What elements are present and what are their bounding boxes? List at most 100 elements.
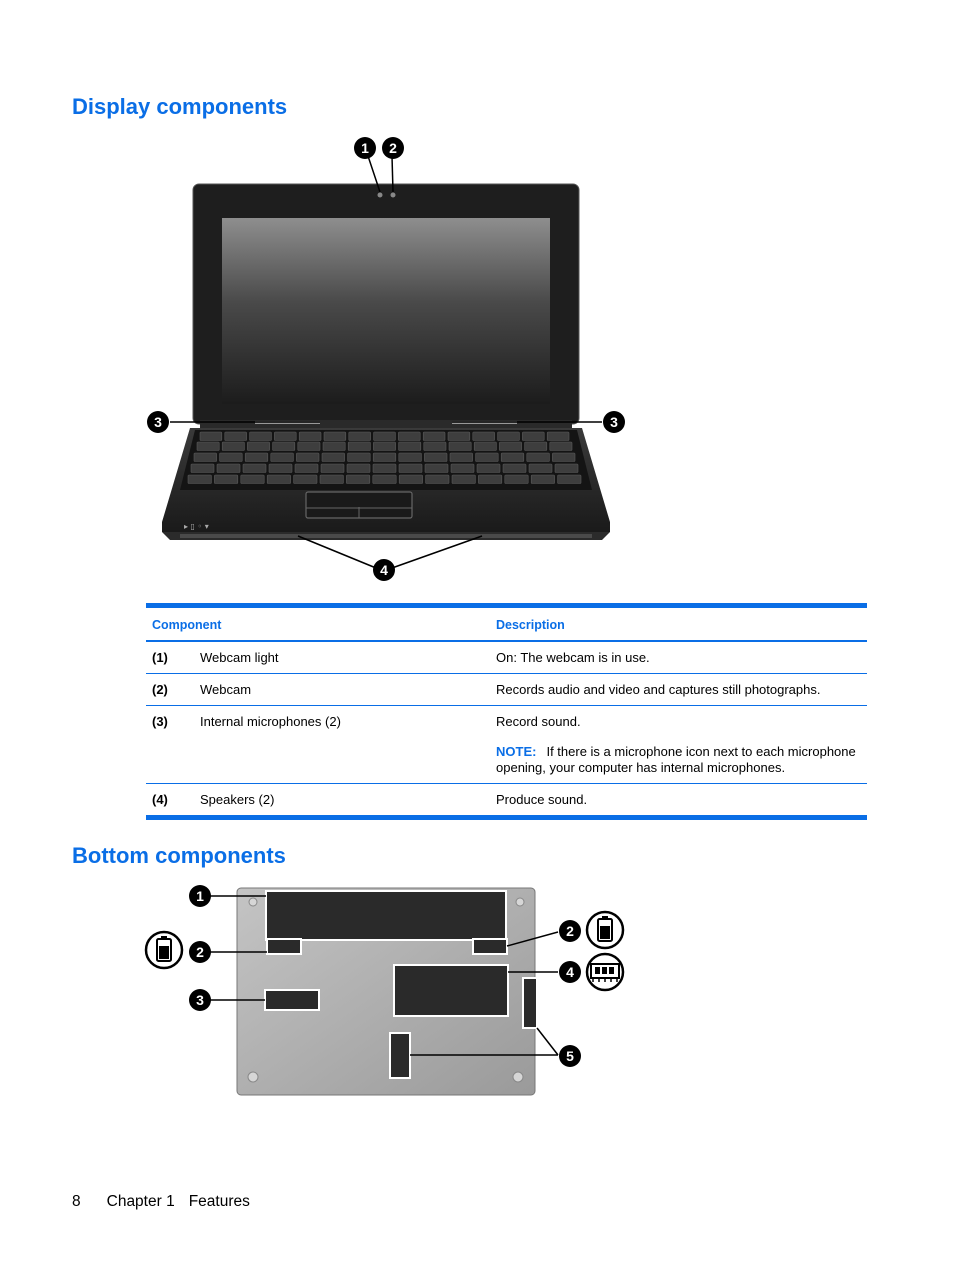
display-components-figure: ▸ ▯ ◦ ▾ 1 2 3 3 4 bbox=[147, 137, 625, 581]
vent-right bbox=[522, 977, 538, 1029]
keyboard-key bbox=[500, 452, 525, 462]
keyboard-key bbox=[221, 441, 245, 451]
keyboard-key bbox=[425, 474, 450, 484]
keyboard-key bbox=[504, 474, 529, 484]
vent-center bbox=[389, 1032, 411, 1079]
keyboard-key bbox=[450, 463, 475, 473]
note-label: NOTE: bbox=[496, 744, 537, 759]
callout-4: 4 bbox=[559, 961, 581, 983]
keyboard-key bbox=[549, 441, 573, 451]
keyboard-key bbox=[398, 463, 423, 473]
components-table: Component Description (1) Webcam light O… bbox=[146, 603, 867, 820]
keyboard-key bbox=[346, 463, 371, 473]
keyboard-key bbox=[424, 452, 448, 462]
keyboard-key bbox=[347, 441, 371, 451]
table-row: (1) Webcam light On: The webcam is in us… bbox=[146, 641, 867, 674]
keyboard-key bbox=[372, 474, 397, 484]
callout-2: 2 bbox=[382, 137, 404, 159]
keyboard-key bbox=[451, 474, 476, 484]
memory-module-icon bbox=[585, 952, 625, 992]
keyboard-key bbox=[196, 441, 220, 451]
keyboard-key bbox=[530, 474, 555, 484]
battery-icon bbox=[585, 910, 625, 950]
keyboard-key bbox=[526, 452, 550, 462]
status-lights: ▸ ▯ ◦ ▾ bbox=[184, 522, 209, 531]
note: NOTE:If there is a microphone icon next … bbox=[496, 744, 861, 776]
keyboard-keys bbox=[187, 431, 582, 484]
leader-4-left bbox=[297, 535, 377, 569]
keyboard-key bbox=[478, 474, 503, 484]
keyboard-key bbox=[524, 441, 548, 451]
keyboard-key bbox=[398, 441, 422, 451]
svg-text:2: 2 bbox=[196, 944, 204, 960]
keyboard-key bbox=[190, 463, 215, 473]
svg-text:5: 5 bbox=[566, 1048, 574, 1064]
callout-3-right: 3 bbox=[603, 411, 625, 433]
header-component: Component bbox=[146, 605, 490, 642]
vent-left bbox=[264, 989, 320, 1011]
row-description: Records audio and video and captures sti… bbox=[490, 673, 867, 706]
keyboard-key bbox=[240, 474, 265, 484]
svg-text:3: 3 bbox=[610, 414, 618, 430]
keyboard-key bbox=[187, 474, 212, 484]
row-description-cell: Record sound. NOTE:If there is a microph… bbox=[490, 705, 867, 784]
row-description: Record sound. bbox=[496, 714, 581, 729]
keyboard-key bbox=[554, 463, 579, 473]
keyboard-key bbox=[372, 452, 397, 462]
keyboard-key bbox=[398, 474, 423, 484]
keyboard-key bbox=[473, 441, 497, 451]
svg-text:4: 4 bbox=[380, 562, 388, 578]
section-title-display: Display components bbox=[72, 94, 288, 119]
page-number: 8 bbox=[72, 1193, 81, 1210]
keyboard-key bbox=[447, 431, 471, 441]
keyboard-key bbox=[476, 463, 501, 473]
battery-bay bbox=[265, 890, 507, 941]
row-component: Internal microphones (2) bbox=[194, 705, 490, 784]
svg-text:4: 4 bbox=[566, 964, 574, 980]
keyboard-key bbox=[296, 452, 320, 462]
keyboard-key bbox=[293, 474, 318, 484]
keyboard-key bbox=[322, 441, 346, 451]
keyboard-key bbox=[216, 463, 241, 473]
table-row: (3) Internal microphones (2) Record soun… bbox=[146, 705, 867, 784]
callout-3-left: 3 bbox=[147, 411, 169, 433]
keyboard-key bbox=[321, 452, 345, 462]
battery-icon bbox=[144, 930, 184, 970]
keyboard-key bbox=[499, 441, 522, 451]
callout-1: 1 bbox=[354, 137, 376, 159]
keyboard-key bbox=[373, 431, 396, 441]
keyboard-key bbox=[348, 431, 371, 441]
speaker-grille bbox=[180, 534, 592, 538]
battery-release-left bbox=[266, 938, 302, 955]
keyboard-key bbox=[372, 463, 397, 473]
leader-5-a bbox=[536, 1027, 559, 1056]
keyboard-key bbox=[193, 452, 217, 462]
row-number: (4) bbox=[152, 792, 168, 807]
row-component: Webcam bbox=[194, 673, 490, 706]
keyboard-key bbox=[298, 431, 322, 441]
footer-chapter: Chapter 1 bbox=[106, 1193, 175, 1210]
keyboard-key bbox=[274, 431, 297, 441]
keyboard-key bbox=[199, 431, 223, 441]
keyboard-key bbox=[497, 431, 520, 441]
rubber-foot bbox=[247, 1071, 259, 1083]
row-number: (2) bbox=[146, 673, 194, 706]
keyboard-key bbox=[448, 441, 472, 451]
table-row: (4) Speakers (2) Produce sound. bbox=[146, 784, 867, 818]
keyboard-key bbox=[297, 441, 321, 451]
keyboard-key bbox=[552, 452, 576, 462]
row-number: (1) bbox=[146, 641, 194, 674]
keyboard-key bbox=[346, 474, 371, 484]
rubber-foot bbox=[248, 897, 258, 907]
row-component: Webcam light bbox=[194, 641, 490, 674]
callout-5: 5 bbox=[559, 1045, 581, 1067]
keyboard-key bbox=[423, 441, 447, 451]
section-title-bottom: Bottom components bbox=[72, 843, 286, 868]
header-description: Description bbox=[490, 605, 867, 642]
keyboard-key bbox=[502, 463, 527, 473]
keyboard-key bbox=[422, 431, 446, 441]
row-description: Produce sound. bbox=[496, 792, 588, 807]
memory-compartment bbox=[393, 964, 509, 1017]
keyboard-key bbox=[475, 452, 499, 462]
row-number: (3) bbox=[146, 705, 194, 784]
